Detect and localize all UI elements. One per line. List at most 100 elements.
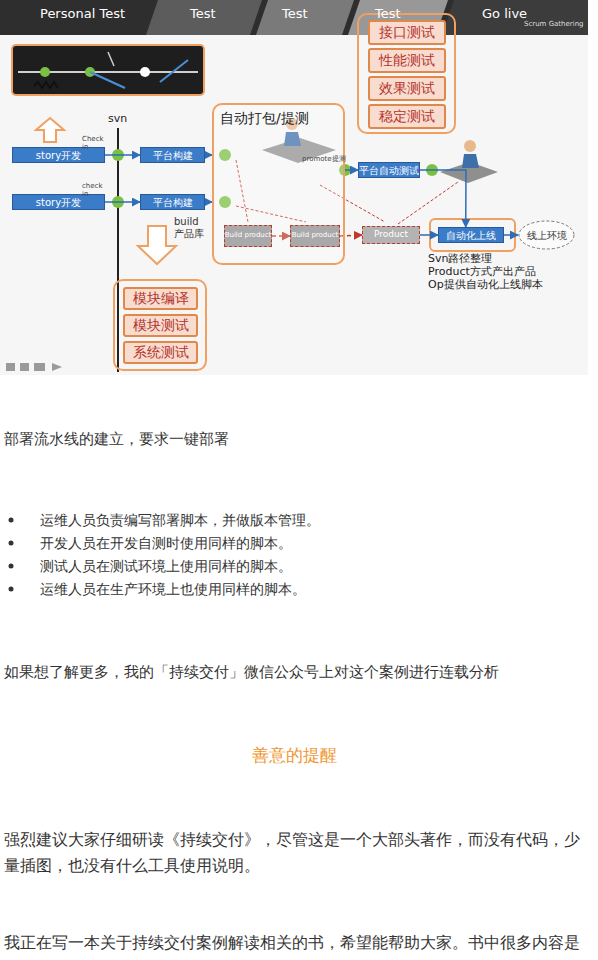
- connector: [504, 234, 518, 236]
- process-box: 平台构建: [140, 147, 205, 163]
- process-box: 自动化上线: [438, 227, 504, 243]
- green-dot: [112, 196, 124, 208]
- branch-line: [90, 72, 125, 88]
- edge-label: check in: [82, 183, 108, 198]
- bullet: [9, 541, 14, 546]
- node-text: Build product: [292, 232, 339, 240]
- text-label: Test: [190, 6, 230, 23]
- node-text: 系统测试: [133, 345, 189, 360]
- slide-background: [0, 0, 588, 375]
- connector: [105, 201, 140, 203]
- test-box: 性能测试: [368, 48, 446, 73]
- green-dot: [112, 149, 124, 161]
- text-label: Op提供自动化上线脚本: [428, 278, 588, 292]
- group-outline: [114, 280, 206, 370]
- build-step-box: 模块编译: [123, 287, 198, 310]
- connector: [420, 234, 438, 236]
- edge-label: promote提测: [302, 156, 352, 164]
- toolbar-icon: [52, 363, 62, 371]
- text-label: build 产品库: [174, 216, 210, 240]
- environment-ellipse: 线上环境: [518, 220, 575, 250]
- node-text: story开发: [36, 197, 81, 208]
- process-box: 平台自动测试: [358, 162, 420, 178]
- node-text: story开发: [36, 150, 81, 161]
- branch-line: [108, 52, 114, 66]
- group-outline: [358, 14, 455, 133]
- person-head: [464, 140, 476, 152]
- person-body: [462, 154, 479, 168]
- text-label: 开发人员在开发自测时使用同样的脚本。: [40, 534, 595, 552]
- text-label: Personal Test: [40, 6, 150, 23]
- text-label: Scrum Gathering: [524, 20, 588, 29]
- connector: [205, 154, 212, 156]
- build-step-box: 系统测试: [123, 341, 198, 364]
- node-text: Build product: [225, 232, 272, 240]
- process-box: story开发: [12, 194, 105, 210]
- bullet: [9, 587, 14, 592]
- node-text: 平台自动测试: [359, 165, 419, 176]
- text-label: Product方式产出产品: [428, 265, 588, 279]
- commit-dot: [40, 67, 50, 77]
- connector: [105, 154, 140, 156]
- process-box: 平台构建: [140, 194, 205, 210]
- branch-illustration: [12, 45, 204, 95]
- toolbar-icon: [6, 363, 15, 371]
- node-text: 自动化上线: [446, 230, 496, 241]
- phase-band: [442, 0, 588, 35]
- text-label: 运维人员负责编写部署脚本，并做版本管理。: [40, 511, 595, 529]
- artifact-box: Product: [362, 226, 420, 244]
- phase-band: [256, 0, 354, 35]
- text-label: 如果想了解更多，我的「持续交付」微信公众号上对这个案例进行连载分析: [4, 663, 598, 682]
- green-dot: [426, 164, 438, 176]
- dashed-leader: [398, 182, 458, 224]
- text-label: Svn路径整理: [428, 252, 588, 266]
- phase-band: [146, 0, 262, 35]
- node-text: 性能测试: [379, 53, 435, 68]
- test-box: 效果测试: [368, 76, 446, 101]
- text-label: 强烈建议大家仔细研读《持续交付》，尽管这是一个大部头著作，而没有代码，少量插图，…: [4, 827, 592, 879]
- node-text: 平台构建: [153, 150, 193, 161]
- node-text: 稳定测试: [379, 109, 435, 124]
- node-text: Product: [374, 230, 408, 240]
- node-text: 效果测试: [379, 81, 435, 96]
- artifact-box: Build product: [224, 225, 272, 247]
- connector: [345, 169, 358, 171]
- node-text: 线上环境: [527, 230, 567, 241]
- node-text: 平台构建: [153, 197, 193, 208]
- text-label: svn: [108, 112, 138, 126]
- text-label: 我正在写一本关于持续交付案例解读相关的书，希望能帮助大家。书中很多内容是: [4, 933, 598, 953]
- text-label: 运维人员在生产环境上也使用同样的脚本。: [40, 580, 595, 598]
- node-text: 模块编译: [133, 291, 189, 306]
- node-text: 接口测试: [379, 25, 435, 40]
- text-label: Test: [282, 6, 322, 23]
- build-step-box: 模块测试: [123, 314, 198, 337]
- edge-label: Check in: [82, 136, 108, 151]
- text-label: 部署流水线的建立，要求一键部署: [4, 430, 594, 450]
- text-label: 善意的提醒: [0, 744, 588, 766]
- bullet: [9, 518, 14, 523]
- text-label: Test: [375, 6, 415, 23]
- process-box: story开发: [12, 147, 105, 163]
- group-box: 自动打包/提测 Build product Build product: [212, 103, 345, 265]
- hollow-arrow: [36, 118, 64, 142]
- ellipse-shape: [519, 221, 574, 249]
- bullet: [9, 564, 14, 569]
- text-label: 测试人员在测试环境上使用同样的脚本。: [40, 557, 595, 575]
- svn-trunk: [117, 128, 119, 372]
- group-outline: [430, 219, 515, 251]
- toolbar-icon: [20, 363, 29, 371]
- connector: [420, 170, 466, 227]
- test-box: 接口测试: [368, 20, 446, 45]
- phase-strip: [0, 0, 588, 35]
- node-text: 模块测试: [133, 318, 189, 333]
- zigzag: [34, 82, 58, 88]
- toolbar-icon: [34, 363, 45, 371]
- commit-dot: [140, 67, 150, 77]
- branch-line: [160, 60, 188, 82]
- node-text: 自动打包/提测: [220, 111, 309, 126]
- test-box: 稳定测试: [368, 104, 446, 129]
- artifact-box: Build product: [290, 225, 340, 247]
- connector: [205, 201, 212, 203]
- hollow-arrow: [138, 226, 176, 264]
